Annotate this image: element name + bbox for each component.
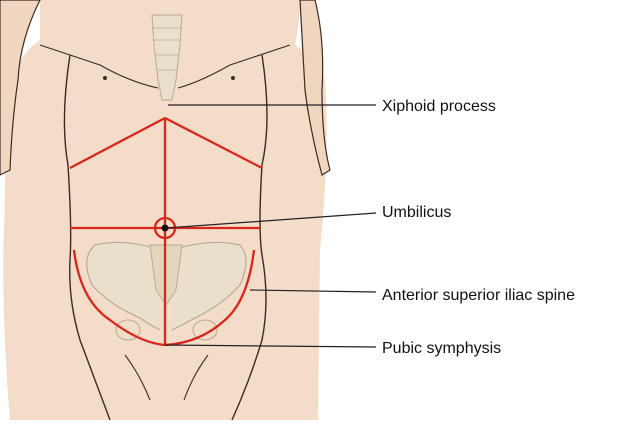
nipple-left [103, 76, 107, 80]
nipple-right [231, 76, 235, 80]
label-umbilicus: Umbilicus [382, 203, 451, 223]
label-pubic-symphysis: Pubic symphysis [382, 339, 501, 359]
label-anterior-superior-iliac-spine: Anterior superior iliac spine [382, 286, 575, 306]
label-xiphoid-process: Xiphoid process [382, 97, 496, 117]
